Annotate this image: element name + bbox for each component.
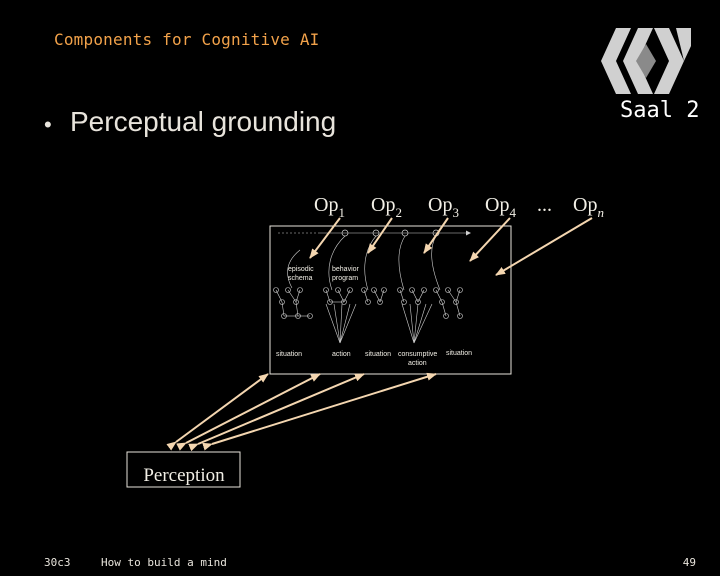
schema-label: schema [288, 275, 313, 282]
bullet-text: Perceptual grounding [70, 106, 337, 137]
situation-mid-label: situation [365, 351, 391, 358]
op-n-label: Opn [573, 194, 604, 220]
consumptive-label: consumptive [398, 351, 437, 358]
action-label: action [332, 351, 351, 358]
consumptive-action-label: action [408, 360, 427, 367]
op-4-label: Op4 [485, 194, 516, 220]
schema-curves [287, 235, 441, 291]
op-labels: Op1 Op2 Op3 Op4 ... Opn [314, 194, 604, 220]
perception-box [126, 451, 241, 488]
situation-left-label: situation [276, 351, 302, 358]
slide-title: Components for Cognitive AI [54, 30, 320, 49]
behavior-label: behavior [332, 266, 360, 273]
footer-page-number: 49 [682, 556, 696, 569]
room-label: Saal 2 [620, 98, 700, 123]
op-arrows [309, 217, 593, 276]
program-label: program [332, 275, 358, 282]
ccc-logo-icon [601, 28, 691, 94]
action-fan-lines [325, 303, 433, 344]
op-ellipsis-label: ... [537, 194, 552, 216]
episodic-label: episodic [288, 266, 314, 273]
perception-label: Perception [143, 465, 225, 486]
footer-event: 30c3 [44, 556, 71, 569]
bullet-dot: • [44, 112, 52, 137]
situation-right-label: situation [446, 350, 472, 357]
op-3-label: Op3 [428, 194, 459, 220]
schema-node-clusters [273, 287, 463, 319]
footer-talk-title: How to build a mind [101, 556, 227, 569]
op-2-label: Op2 [371, 194, 402, 220]
perception-arrows [166, 372, 437, 452]
op-1-label: Op1 [314, 194, 345, 220]
